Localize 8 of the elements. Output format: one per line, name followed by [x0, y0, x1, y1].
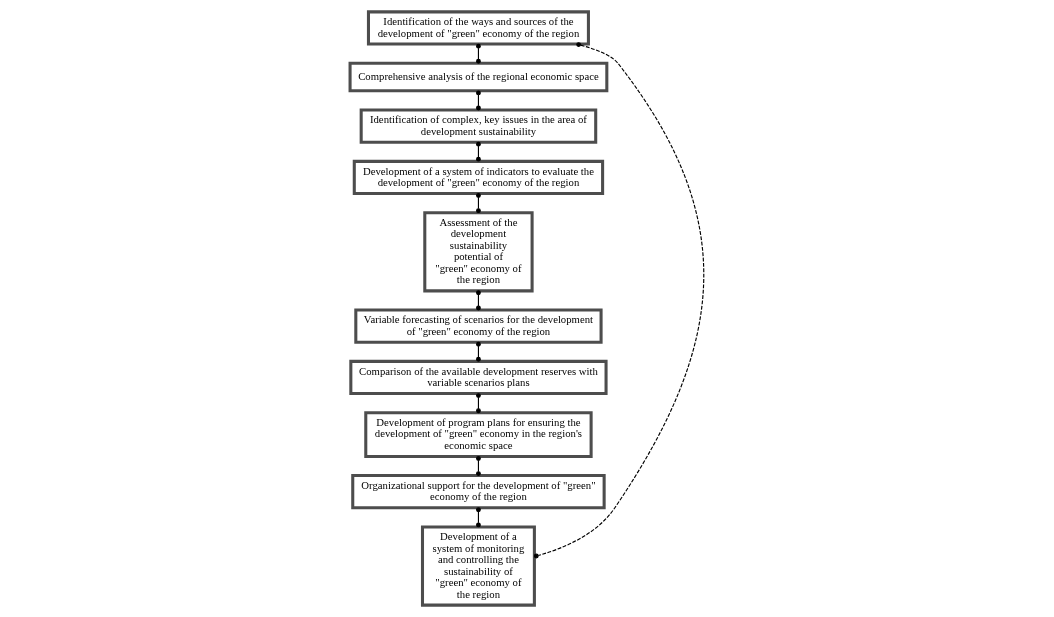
node-box: Identification of complex, key issues in the area of development sustainability — [359, 108, 598, 144]
node-box: Development of program plans for ensuring the development of "green" economy in the region's economic space — [364, 411, 593, 458]
node-box: Variable forecasting of scenarios for the development of "green" economy of the region — [354, 308, 603, 344]
node-box: Assessment of the development sustainability potential of "green" economy of the region — [423, 211, 534, 293]
node-box: Development of a system of monitoring and controlling the sustainability of "green" economy of the region — [420, 525, 536, 607]
node-box: Comprehensive analysis of the regional economic space — [348, 61, 609, 93]
node-box: Organizational support for the development of "green" economy of the region — [351, 474, 606, 510]
connector — [533, 42, 705, 559]
